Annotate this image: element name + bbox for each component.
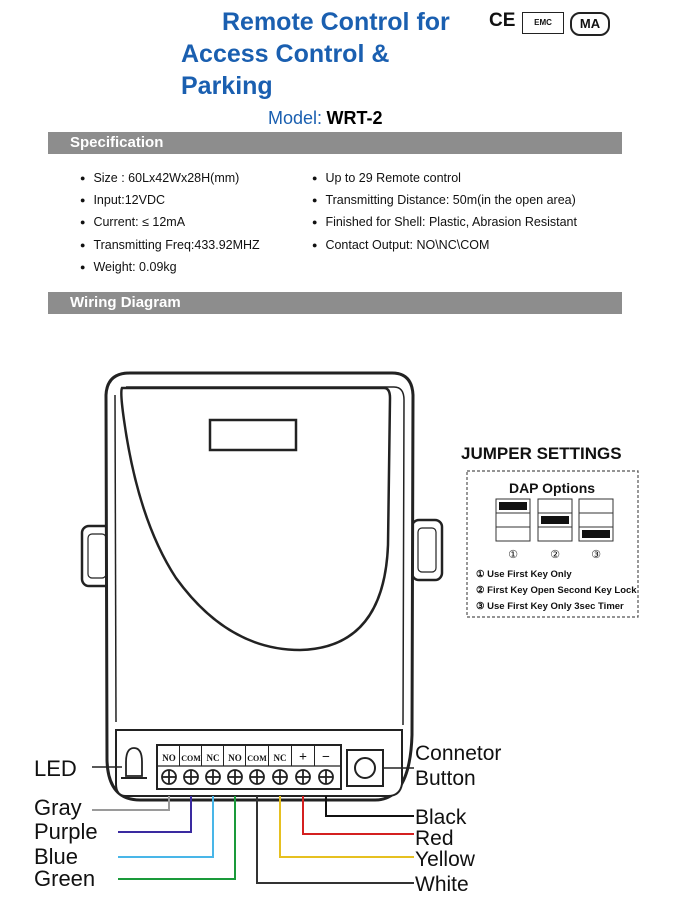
jumper-note: ① Use First Key Only: [476, 569, 572, 580]
wire-label-blue: Blue: [34, 844, 78, 869]
spec-item: Input:12VDC: [80, 193, 165, 207]
wire-red: [302, 796, 414, 835]
connector-button-circle-icon: [354, 757, 376, 779]
title-line-1: Remote Control for: [222, 8, 450, 36]
led-icon: [125, 747, 143, 777]
specification-heading: Specification: [70, 134, 164, 151]
spec-item: Size : 60Lx42Wx28H(mm): [80, 171, 239, 185]
terminal-screw-icon: [295, 769, 311, 785]
model-value: WRT-2: [326, 108, 383, 128]
ma-mark-icon: MA: [570, 12, 610, 36]
wire-black: [325, 796, 414, 817]
wire-group: [92, 796, 414, 884]
terminal-label: −: [322, 750, 330, 765]
spec-item: Current: ≤ 12mA: [80, 215, 185, 229]
wire-blue: [118, 796, 214, 858]
jumper-note: ③ Use First Key Only 3sec Timer: [476, 601, 624, 612]
spec-item: Weight: 0.09kg: [80, 260, 176, 274]
jumper-position-label: ②: [550, 548, 560, 561]
jumper-note: ② First Key Open Second Key Lock: [476, 585, 637, 596]
wire-label-yellow: Yellow: [415, 848, 476, 871]
terminal-label: +: [299, 750, 307, 765]
terminal-screw-icon: [161, 769, 177, 785]
device-window: [208, 418, 298, 452]
terminal-label: NC: [207, 753, 220, 763]
terminal-label: COM: [247, 754, 267, 763]
wire-label-green: Green: [34, 866, 95, 891]
connector-label-line-1: Connetor: [415, 742, 501, 765]
spec-item: Finished for Shell: Plastic, Abrasion Re…: [312, 215, 577, 229]
terminal-screw-icon: [205, 769, 221, 785]
terminal-label: NO: [162, 753, 176, 763]
terminal-screw-icon: [272, 769, 288, 785]
jumper-cap-icon: [499, 502, 527, 510]
jumper-pin-column: ③: [578, 498, 614, 561]
terminal-group: NO COM NC NO COM NC +−: [161, 745, 334, 785]
spec-item: Contact Output: NO\NC\COM: [312, 238, 489, 252]
ce-mark-icon: CE: [489, 10, 516, 31]
terminal-screw-icon: [183, 769, 199, 785]
wire-yellow: [279, 796, 414, 858]
spec-item: Transmitting Freq:433.92MHZ: [80, 238, 259, 252]
terminal-label: NC: [274, 753, 287, 763]
jumper-group: ① ② ③: [495, 498, 614, 561]
terminal-block: [156, 744, 342, 790]
title-line-2: Access Control &: [181, 40, 390, 68]
jumper-pin-column: ①: [495, 498, 531, 561]
wire-green: [118, 796, 236, 880]
model-label: Model:: [268, 108, 323, 128]
connector-label-line-2: Button: [415, 767, 476, 790]
wiring-diagram-heading: Wiring Diagram: [70, 294, 181, 311]
jumper-pin-column: ②: [537, 498, 573, 561]
terminal-label: NO: [228, 753, 242, 763]
led-label: LED: [34, 756, 77, 781]
wire-purple: [118, 796, 192, 833]
jumper-cap-icon: [582, 530, 610, 538]
spec-item: Up to 29 Remote control: [312, 171, 461, 185]
device-cover: [120, 386, 392, 652]
jumper-cap-icon: [541, 516, 569, 524]
terminal-label: COM: [181, 754, 201, 763]
terminal-screw-icon: [227, 769, 243, 785]
wiring-diagram-bar: Wiring Diagram: [48, 292, 622, 314]
wire-white: [256, 796, 414, 884]
terminal-screw-icon: [249, 769, 265, 785]
jumper-position-label: ③: [591, 548, 601, 561]
wire-label-gray: Gray: [34, 795, 82, 820]
title-line-3: Parking: [181, 72, 273, 100]
emc-mark-icon: EMC: [522, 12, 564, 34]
wire-label-red: Red: [415, 827, 454, 850]
wire-label-white: White: [415, 873, 469, 896]
jumper-position-label: ①: [508, 548, 518, 561]
terminal-screw-icon: [318, 769, 334, 785]
wire-label-black: Black: [415, 806, 467, 829]
wire-gray: [92, 796, 170, 811]
dap-options-title: DAP Options: [509, 480, 595, 496]
right-mounting-ear: [410, 518, 444, 582]
jumper-settings-title: JUMPER SETTINGS: [461, 444, 622, 463]
spec-item: Transmitting Distance: 50m(in the open a…: [312, 193, 575, 207]
wire-label-purple: Purple: [34, 819, 98, 844]
dap-options-panel: [466, 470, 639, 618]
model-line: Model: WRT-2: [268, 108, 382, 129]
specification-bar: Specification: [48, 132, 622, 154]
